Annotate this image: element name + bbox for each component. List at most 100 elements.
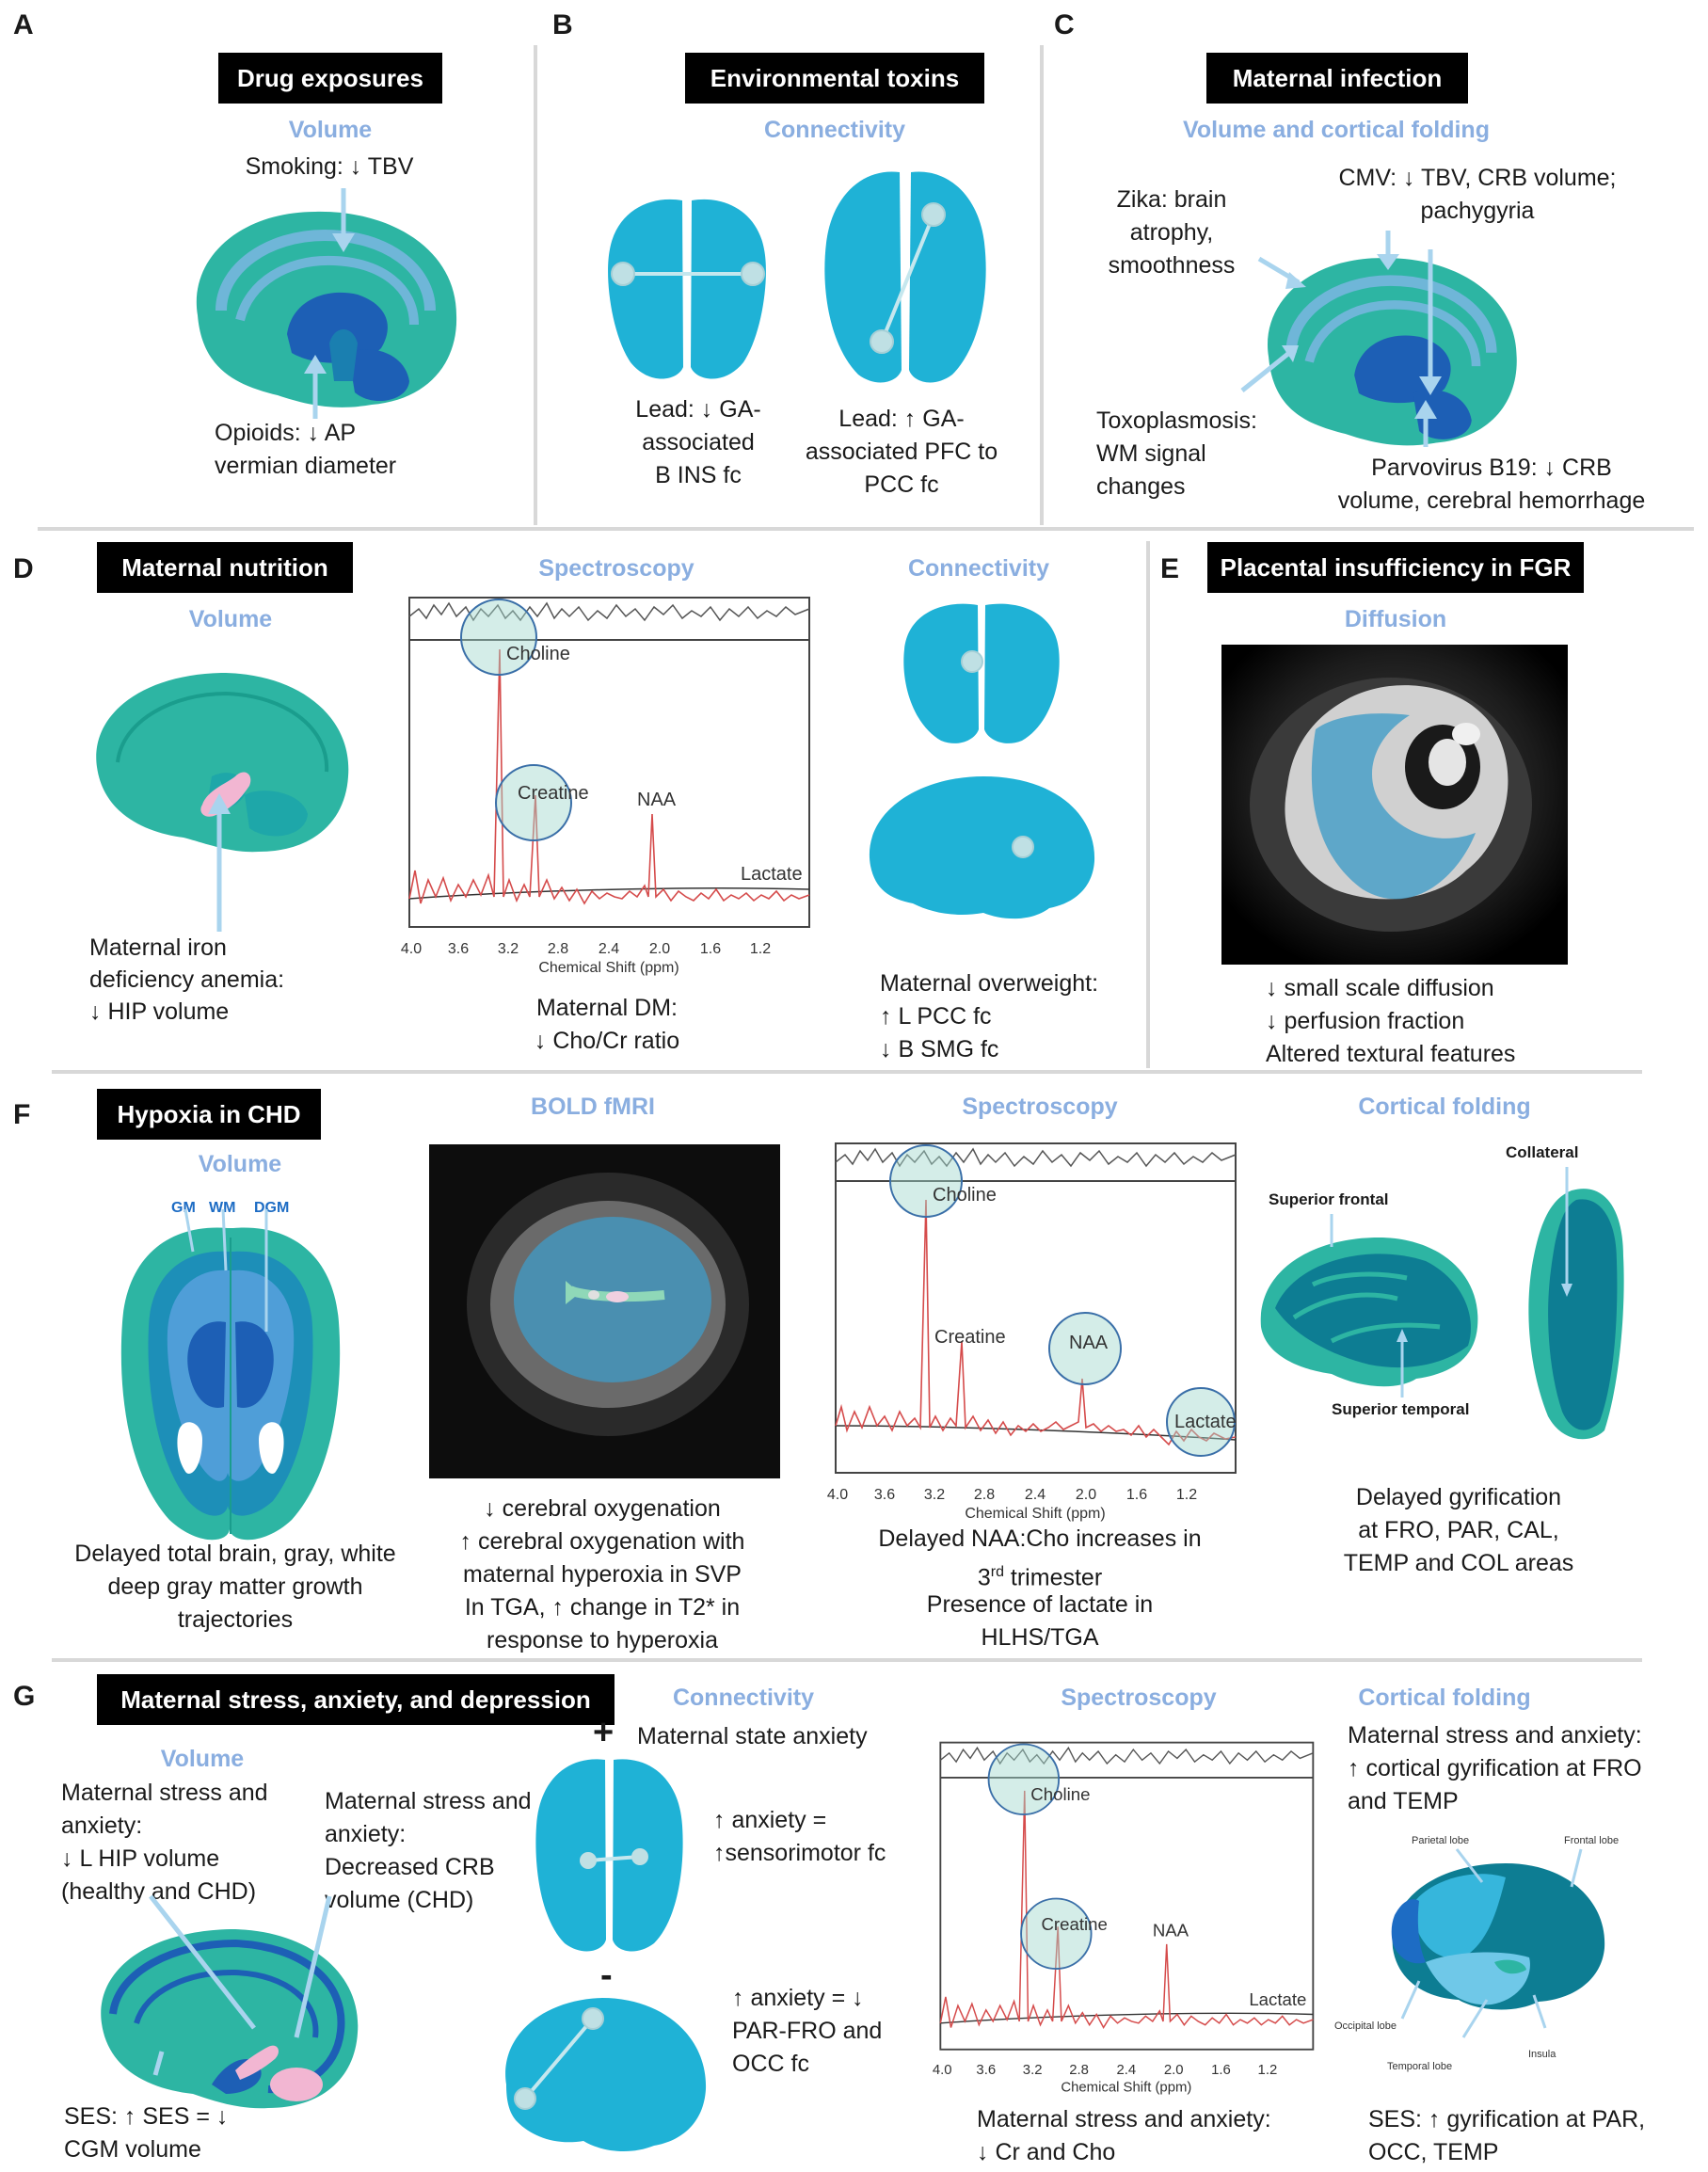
spectrum-d-creatine-label: Creatine xyxy=(518,783,589,804)
spectrum-d-tick-4: 2.4 xyxy=(599,941,619,957)
panel-c-toxo-line2: WM signal xyxy=(1096,440,1206,467)
mri-diffusion-image xyxy=(1221,645,1568,965)
spectrum-g-naa-label: NAA xyxy=(1153,1921,1189,1940)
panel-c-parvo-line2: volume, cerebral hemorrhage xyxy=(1337,487,1646,514)
label-collateral: Collateral xyxy=(1506,1143,1579,1161)
panel-f-spec-line2-sup: rd xyxy=(990,1564,1004,1580)
brain-sagittal-g xyxy=(101,1929,359,2109)
spectrum-f-xlabel: Chemical Shift (ppm) xyxy=(965,1506,1105,1522)
panel-g-fold-line2: ↑ cortical gyrification at FRO xyxy=(1348,1755,1642,1781)
arrow-a-down xyxy=(332,188,355,252)
spectrum-g-tick-5: 2.0 xyxy=(1164,2063,1184,2078)
brain-sagittal-a xyxy=(196,211,457,407)
spectrum-d-tick-5: 2.0 xyxy=(649,941,670,957)
panel-c-cmv-line1: CMV: ↓ TBV, CRB volume; xyxy=(1338,165,1617,191)
panel-f-vol-line1: Delayed total brain, gray, white xyxy=(74,1541,396,1567)
brain-axial-g xyxy=(535,1759,683,1952)
panel-g-v1-line2: anxiety: xyxy=(61,1813,143,1839)
lobe-label-insula: Insula xyxy=(1528,2049,1556,2060)
panel-a-header: Drug exposures xyxy=(218,53,442,104)
panel-f-vol-line3: trajectories xyxy=(177,1606,294,1633)
panel-label-e: E xyxy=(1160,553,1180,584)
brain-sagittal-g-connectivity xyxy=(505,1998,707,2152)
panel-g-conn-line4: PAR-FRO and xyxy=(732,2018,883,2044)
arrows-g-volume xyxy=(149,1894,332,2076)
panel-f-spec-line2-a: 3 xyxy=(977,1564,991,1591)
panel-label-f: F xyxy=(13,1099,31,1130)
spectrum-d-lactate-label: Lactate xyxy=(741,864,803,885)
panel-d-sub-volume: Volume xyxy=(188,606,273,632)
panel-b-subtitle: Connectivity xyxy=(763,117,906,143)
brain-axial-b-right xyxy=(824,171,986,383)
arrows-c xyxy=(1240,231,1442,447)
panel-g-header: Maternal stress, anxiety, and depression xyxy=(97,1674,615,1725)
spectrum-d-tick-3: 2.8 xyxy=(548,941,568,957)
panel-a-smoking: Smoking: ↓ TBV xyxy=(245,153,414,180)
label-dgm: DGM xyxy=(254,1200,290,1216)
panel-g-spec-line2: ↓ Cr and Cho xyxy=(977,2139,1116,2165)
panel-b-left-line1: Lead: ↓ GA- xyxy=(635,396,761,423)
panel-g-sub-connectivity: Connectivity xyxy=(672,1685,815,1711)
panel-c-parvo-line1: Parvovirus B19: ↓ CRB xyxy=(1371,455,1612,481)
panel-f-sub-bold: BOLD fMRI xyxy=(531,1094,655,1120)
panel-e-line3: Altered textural features xyxy=(1266,1041,1516,1067)
arrows-g-lobes xyxy=(1400,1848,1583,2038)
panel-f-spec-line4: HLHS/TGA xyxy=(981,1624,1099,1651)
panel-f-spec-line1: Delayed NAA:Cho increases in xyxy=(878,1525,1202,1552)
panel-c-zika-line3: smoothness xyxy=(1108,252,1236,279)
panel-b-right-line2: associated PFC to xyxy=(805,439,998,465)
separator-vertical-bc xyxy=(1040,45,1044,525)
arrow-d-up xyxy=(208,793,231,932)
panel-g-conn-line3: ↑ anxiety = ↓ xyxy=(732,1985,864,2011)
panel-g-sub-folding: Cortical folding xyxy=(1358,1685,1531,1711)
spectrum-g-xlabel: Chemical Shift (ppm) xyxy=(1061,2081,1191,2096)
panel-b-right-line3: PCC fc xyxy=(864,471,939,498)
spectrum-f-tick-0: 4.0 xyxy=(827,1487,848,1503)
spectrum-f: Choline Creatine NAA Lactate 4.0 3.6 3.2… xyxy=(827,1142,1237,1522)
panel-f-fold-line2: at FRO, PAR, CAL, xyxy=(1358,1517,1559,1543)
panel-e-subtitle: Diffusion xyxy=(1344,606,1447,632)
separator-h2 xyxy=(52,1070,1642,1074)
panel-e-line2: ↓ perfusion fraction xyxy=(1266,1008,1465,1034)
spectrum-f-choline-label: Choline xyxy=(933,1185,997,1206)
spectrum-f-naa-label: NAA xyxy=(1069,1333,1109,1353)
panel-d-dm-line2: ↓ Cho/Cr ratio xyxy=(534,1028,680,1054)
separator-vertical-de xyxy=(1146,541,1150,1068)
lobe-label-occipital: Occipital lobe xyxy=(1334,2020,1397,2032)
minus-sign: - xyxy=(600,1956,613,1995)
spectrum-f-tick-1: 3.6 xyxy=(874,1487,895,1503)
panel-f-sub-spectroscopy: Spectroscopy xyxy=(962,1094,1118,1120)
brain-lobes-g xyxy=(1391,1863,1605,2010)
panel-f-bold-line1: ↓ cerebral oxygenation xyxy=(484,1495,721,1522)
panel-label-a: A xyxy=(13,9,34,40)
spectrum-g-tick-6: 1.6 xyxy=(1211,2063,1231,2078)
panel-d-iron-line3: ↓ HIP volume xyxy=(89,998,230,1025)
panel-g-fold-line3: and TEMP xyxy=(1348,1788,1459,1814)
panel-g-v1-line1: Maternal stress and xyxy=(61,1780,268,1806)
spectrum-d-tick-0: 4.0 xyxy=(401,941,422,957)
panel-label-g: G xyxy=(13,1681,36,1712)
brain-axial-d xyxy=(903,603,1060,743)
panel-b-left-line3: B INS fc xyxy=(655,462,742,488)
label-superior-frontal: Superior frontal xyxy=(1269,1190,1389,1208)
spectrum-g-choline-label: Choline xyxy=(1030,1784,1090,1804)
spectrum-f-tick-6: 1.6 xyxy=(1126,1487,1147,1503)
brain-sagittal-c xyxy=(1268,258,1517,446)
spectrum-d-xlabel: Chemical Shift (ppm) xyxy=(538,960,678,976)
spectrum-g-tick-4: 2.4 xyxy=(1117,2063,1137,2078)
panel-g-v2-line4: volume (CHD) xyxy=(325,1887,474,1913)
spectrum-f-tick-2: 3.2 xyxy=(924,1487,945,1503)
spectrum-f-lactate-label: Lactate xyxy=(1174,1412,1237,1432)
spectrum-d-baseline xyxy=(408,886,810,900)
spectrum-d: Choline Creatine NAA Lactate 4.0 3.6 3.2… xyxy=(401,597,810,976)
spectrum-g-tick-7: 1.2 xyxy=(1258,2063,1278,2078)
spectrum-d-tick-1: 3.6 xyxy=(448,941,469,957)
panel-c-toxo-line3: changes xyxy=(1096,473,1186,500)
lobe-label-temporal: Temporal lobe xyxy=(1387,2061,1453,2072)
panel-f-spec-line3: Presence of lactate in xyxy=(926,1591,1154,1618)
spectrum-d-ticks: 4.0 3.6 3.2 2.8 2.4 2.0 1.6 1.2 xyxy=(401,941,771,957)
spectrum-f-tick-5: 2.0 xyxy=(1076,1487,1096,1503)
spectrum-g-lactate-label: Lactate xyxy=(1249,1989,1306,2009)
lobe-label-parietal: Parietal lobe xyxy=(1412,1835,1470,1846)
panel-d-iron-line1: Maternal iron xyxy=(89,934,227,961)
